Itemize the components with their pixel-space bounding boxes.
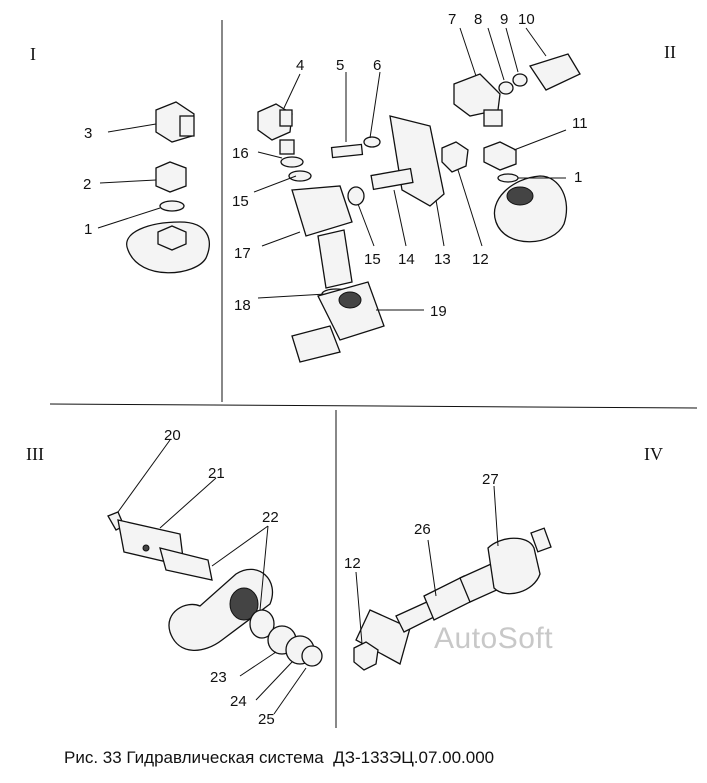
- label-1-sec1: 1: [84, 221, 92, 238]
- base-plate-2: [493, 175, 568, 243]
- label-12-mid: 12: [472, 251, 489, 268]
- nut-11: [483, 141, 517, 171]
- washer-9: [512, 73, 528, 87]
- label-21: 21: [208, 465, 225, 482]
- ring-22: [249, 609, 275, 639]
- section-label-2: II: [664, 42, 676, 62]
- label-26: 26: [414, 521, 431, 538]
- label-19: 19: [430, 303, 447, 320]
- divider-horizontal: [49, 403, 698, 409]
- label-1-sec2: 1: [574, 169, 582, 186]
- label-16: 16: [232, 145, 249, 162]
- section-3-assembly: [107, 439, 323, 715]
- label-5: 5: [336, 57, 344, 74]
- bolt-14: [370, 167, 414, 191]
- nut-12-iv: [353, 641, 379, 671]
- nut-2: [155, 161, 187, 193]
- tube-17: [317, 229, 353, 289]
- washer-6: [363, 136, 381, 148]
- label-20: 20: [164, 427, 181, 444]
- section-4-assembly: [353, 485, 552, 671]
- bolt-5: [330, 143, 364, 159]
- middle-assembly: [253, 71, 483, 363]
- tee-19: [317, 281, 385, 341]
- tee-19-branch: [291, 325, 341, 363]
- label-22: 22: [262, 509, 279, 526]
- body-17: [291, 185, 353, 237]
- washer-16: [280, 156, 304, 168]
- label-9: 9: [500, 11, 508, 28]
- elbow-4-thread: [279, 109, 293, 127]
- section-2-assembly: [453, 27, 581, 243]
- label-17: 17: [234, 245, 251, 262]
- label-23: 23: [210, 669, 227, 686]
- label-8: 8: [474, 11, 482, 28]
- label-18: 18: [234, 297, 251, 314]
- label-24: 24: [230, 693, 247, 710]
- elbow-7-thread: [483, 109, 503, 127]
- watermark: AutoSoft: [434, 622, 554, 655]
- cap-25: [301, 645, 323, 667]
- tip-27: [530, 527, 552, 553]
- section-label-4: IV: [644, 444, 663, 464]
- section-label-3: III: [26, 444, 44, 464]
- label-4: 4: [296, 57, 304, 74]
- label-10: 10: [518, 11, 535, 28]
- fitting-10: [528, 53, 581, 91]
- label-11: 11: [572, 115, 588, 132]
- washer-1-sec2: [497, 173, 519, 183]
- body-27: [487, 537, 541, 595]
- label-6: 6: [373, 57, 381, 74]
- section-1-assembly: [97, 101, 210, 274]
- nut-12: [441, 141, 469, 173]
- label-12-iv: 12: [344, 555, 361, 572]
- label-25: 25: [258, 711, 275, 728]
- label-15-left: 15: [232, 193, 249, 210]
- washer-1: [159, 200, 185, 212]
- label-3-sec1: 3: [84, 125, 92, 142]
- figure-caption: Рис. 33 Гидравлическая система ДЗ-133ЭЦ.…: [64, 748, 495, 767]
- section-label-1: I: [30, 44, 36, 64]
- label-27: 27: [482, 471, 499, 488]
- label-14: 14: [398, 251, 415, 268]
- label-2-sec1: 2: [83, 176, 91, 193]
- spring-21: [159, 547, 213, 581]
- washer-15: [347, 186, 365, 206]
- nut-1-base: [157, 225, 187, 251]
- elbow-3-thread: [179, 115, 195, 137]
- washer-8: [498, 81, 514, 95]
- fitting-16: [279, 139, 295, 155]
- label-15-right: 15: [364, 251, 381, 268]
- label-7: 7: [448, 11, 456, 28]
- washer-15-top: [288, 170, 312, 182]
- label-13: 13: [434, 251, 451, 268]
- bracket-13: [389, 115, 445, 207]
